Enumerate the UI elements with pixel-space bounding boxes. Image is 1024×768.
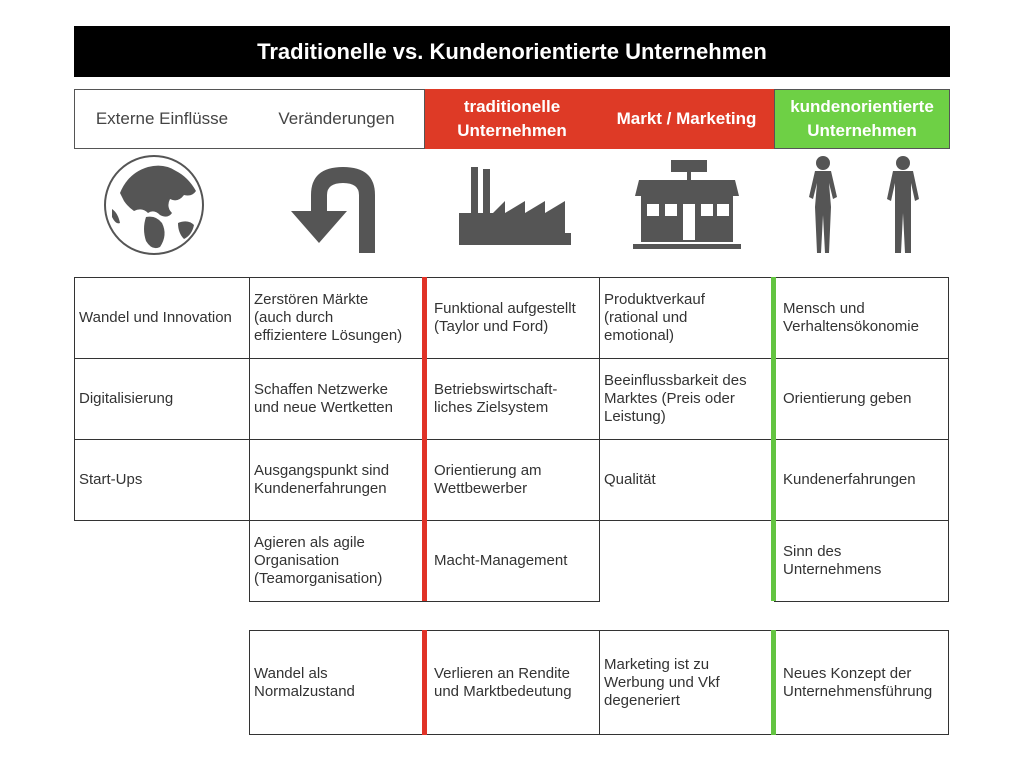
cell-text: Macht-Management: [434, 552, 568, 569]
customer-summary-marker: [771, 630, 776, 735]
row-innovation-col3: Produktverkauf (rational und emotional): [599, 277, 775, 359]
cell-text: Sinn des Unternehmens: [783, 543, 882, 578]
row-agile-col1: Agieren als agile Organisation (Teamorga…: [249, 520, 426, 602]
cell-text: Neues Konzept der Unternehmensführung: [783, 664, 933, 700]
row-innovation-col0: Wandel und Innovation: [74, 277, 250, 359]
summary-row-col1: Wandel als Normalzustand: [249, 630, 426, 735]
header-changes: Veränderungen: [249, 89, 425, 149]
header-market-marketing: Markt / Marketing: [599, 89, 774, 149]
cell-text: Start-Ups: [79, 471, 143, 488]
cell-text: Verlieren an Rendite und Marktbedeutung: [434, 664, 572, 700]
cell-text: Wandel und Innovation: [79, 309, 232, 326]
row-digitalization-col2: Betriebswirtschaft- liches Zielsystem: [425, 358, 600, 440]
header-customer-label: kundenorientierte Unternehmen: [790, 97, 934, 140]
row-innovation-col2: Funktional aufgestellt (Taylor und Ford): [425, 277, 600, 359]
cell-text: Ausgangspunkt sind Kundenerfahrungen: [254, 462, 390, 497]
header-customer-oriented-companies: kundenorientierte Unternehmen: [774, 89, 950, 149]
summary-row-col4: Neues Konzept der Unternehmensführung: [774, 630, 949, 735]
customer-column-marker: [771, 277, 776, 601]
cell-text: Kundenerfahrungen: [783, 471, 916, 488]
row-startups-col1: Ausgangspunkt sind Kundenerfahrungen: [249, 439, 426, 521]
cell-text: Produktverkauf (rational und emotional): [604, 291, 705, 344]
shop-icon: [630, 150, 744, 260]
traditional-column-marker: [422, 277, 427, 601]
row-digitalization-col3: Beeinflussbarkeit des Marktes (Preis ode…: [599, 358, 775, 440]
traditional-summary-marker: [422, 630, 427, 735]
cell-text: Schaffen Netzwerke und neue Wertketten: [254, 381, 393, 416]
cell-text: Digitalisierung: [79, 390, 174, 407]
summary-row-col3: Marketing ist zu Werbung und Vkf degener…: [599, 630, 775, 735]
cell-text: Zerstören Märkte (auch durch effizienter…: [254, 291, 403, 344]
row-digitalization-col0: Digitalisierung: [74, 358, 250, 440]
cell-text: Betriebswirtschaft- liches Zielsystem: [434, 381, 558, 416]
cell-text: Wandel als Normalzustand: [254, 664, 355, 700]
cell-text: Funktional aufgestellt (Taylor und Ford): [434, 300, 576, 335]
people-icon: [800, 150, 928, 260]
header-external-influences: Externe Einflüsse: [74, 89, 250, 149]
cell-text: Agieren als agile Organisation (Teamorga…: [254, 534, 383, 587]
cell-text: Mensch und Verhaltensökonomie: [783, 300, 919, 335]
cell-text: Qualität: [604, 471, 656, 488]
factory-icon: [452, 150, 574, 260]
u-turn-arrow-icon: [283, 150, 391, 260]
cell-text: Marketing ist zu Werbung und Vkf degener…: [604, 655, 720, 709]
row-startups-col0: Start-Ups: [74, 439, 250, 521]
cell-text: Orientierung am Wettbewerber: [434, 462, 542, 497]
row-startups-col2: Orientierung am Wettbewerber: [425, 439, 600, 521]
row-innovation-col4: Mensch und Verhaltensökonomie: [774, 277, 949, 359]
row-innovation-col1: Zerstören Märkte (auch durch effizienter…: [249, 277, 426, 359]
header-traditional-companies: traditionelle Unternehmen: [425, 89, 599, 149]
row-digitalization-col4: Orientierung geben: [774, 358, 949, 440]
cell-text: Beeinflussbarkeit des Marktes (Preis ode…: [604, 372, 747, 425]
page-title: Traditionelle vs. Kundenorientierte Unte…: [74, 26, 950, 77]
cell-text: Orientierung geben: [783, 390, 912, 407]
row-digitalization-col1: Schaffen Netzwerke und neue Wertketten: [249, 358, 426, 440]
row-agile-col4: Sinn des Unternehmens: [774, 520, 949, 602]
row-startups-col4: Kundenerfahrungen: [774, 439, 949, 521]
summary-row-col2: Verlieren an Rendite und Marktbedeutung: [425, 630, 600, 735]
globe-icon: [99, 150, 209, 260]
row-startups-col3: Qualität: [599, 439, 775, 521]
header-traditional-label: traditionelle Unternehmen: [457, 97, 567, 140]
row-agile-col2: Macht-Management: [425, 520, 600, 602]
